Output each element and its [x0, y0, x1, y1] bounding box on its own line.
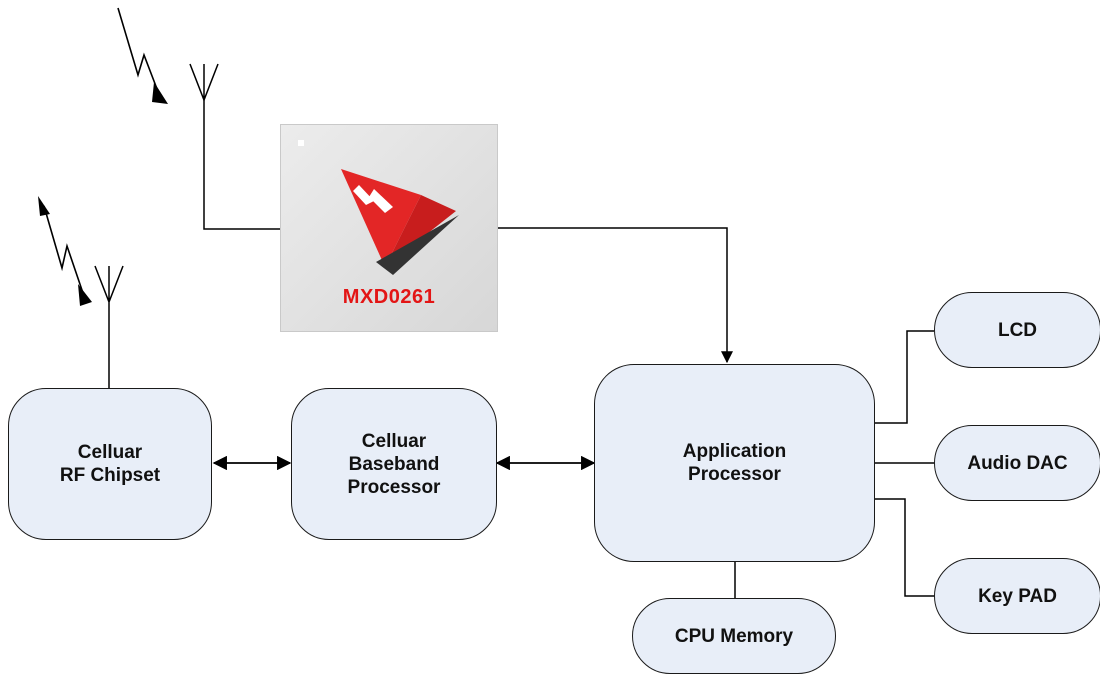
- celluar-baseband-processor-block: Celluar Baseband Processor: [291, 388, 497, 540]
- lcd-block: LCD: [934, 292, 1100, 368]
- block-label: CPU Memory: [674, 625, 794, 647]
- block-label: Audio DAC: [967, 452, 1068, 474]
- mxd0261-chip: MXD0261: [280, 124, 498, 332]
- block-label-line: Celluar: [361, 430, 427, 452]
- application-processor-block: Application Processor: [594, 364, 875, 562]
- celluar-rf-chipset-block: Celluar RF Chipset: [8, 388, 212, 540]
- key-pad-block: Key PAD: [934, 558, 1100, 634]
- audio-dac-block: Audio DAC: [934, 425, 1100, 501]
- block-label-line: Processor: [688, 464, 781, 485]
- signal-bolt-icon: [117, 7, 168, 104]
- block-label-line: Application: [682, 441, 787, 462]
- antenna-icon: [189, 63, 219, 103]
- block-label: LCD: [997, 319, 1038, 341]
- chip-corner-mark: [298, 140, 304, 146]
- block-label: Key PAD: [978, 585, 1057, 607]
- chip-label: MXD0261: [342, 286, 436, 308]
- chip-logo: [298, 140, 459, 275]
- bidirectional-signal-icon: [38, 196, 92, 306]
- cpu-memory-block: CPU Memory: [632, 598, 836, 674]
- block-label-line: RF Chipset: [59, 465, 161, 486]
- antenna-icon: [94, 265, 124, 388]
- app-lcd-line: [874, 330, 934, 424]
- antenna-to-chip-line: [203, 100, 280, 230]
- app-keypad-line: [874, 498, 934, 597]
- block-label-line: Celluar: [77, 442, 143, 463]
- chip-to-app-arrow: [498, 227, 733, 364]
- block-label-line: Processor: [347, 476, 441, 498]
- block-label-line: Baseband: [348, 453, 440, 475]
